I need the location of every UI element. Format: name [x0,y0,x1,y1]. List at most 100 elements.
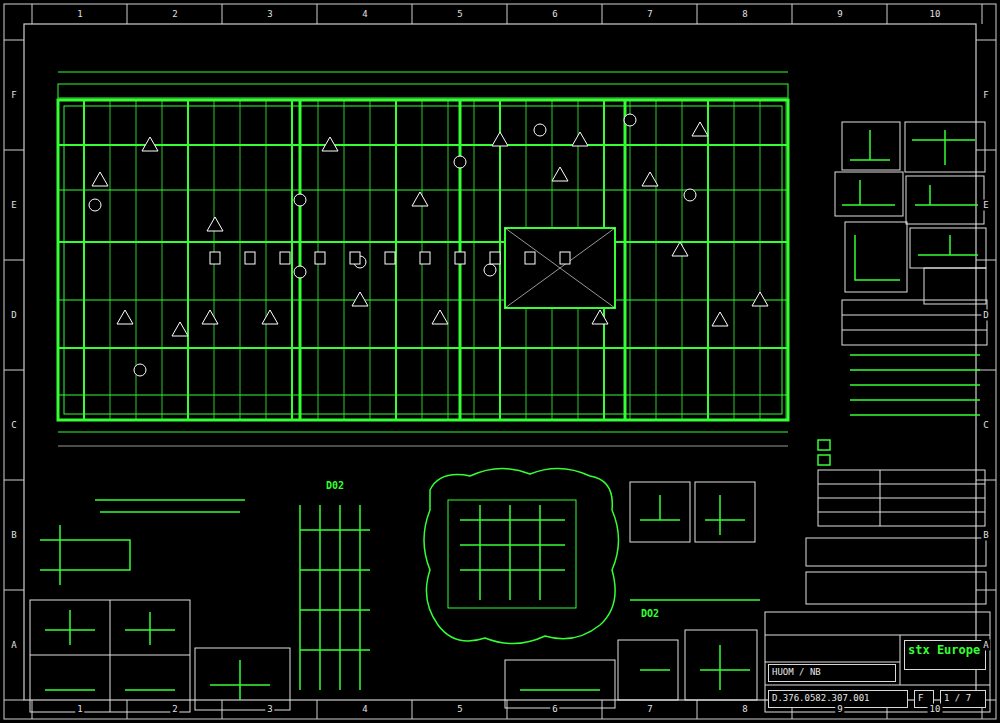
tick [4,480,24,481]
frame-line [240,100,241,420]
tick [412,700,413,719]
longitudinal-line [58,347,788,349]
dimension-line [58,432,788,433]
tick [982,4,983,24]
deck-inner-outline [64,106,782,414]
grid-reference: E [9,200,18,211]
tick [127,700,128,719]
tick [887,4,888,24]
frame-line [734,100,735,420]
tick [602,700,603,719]
tick [4,700,24,701]
weld-triangle [492,132,508,146]
frame-line [266,100,267,420]
grid-reference: 2 [170,9,179,20]
callout-circle [684,189,696,201]
grid-reference: 3 [265,9,274,20]
tick [32,700,33,719]
tick [4,40,24,41]
callout-circle [624,114,636,126]
dimension-line [58,72,788,73]
title-text: HUOM / NB [772,667,892,678]
tick [317,700,318,719]
grid-reference: 4 [360,704,369,715]
grid-reference: 9 [835,9,844,20]
weld-triangle [412,192,428,206]
longitudinal-line [58,190,788,191]
grid-reference: 7 [645,704,654,715]
weld-symbols [89,114,768,376]
callout-circle [89,199,101,211]
tick [4,590,24,591]
grid-reference: 9 [835,704,844,715]
opening-cross [505,228,615,308]
frame-line [344,100,345,420]
grid-reference: 5 [455,704,464,715]
weld-triangle [692,122,708,136]
detail-label: D02 [324,480,346,492]
title-text: D.376.0582.307.001 [772,693,904,704]
stiffener-mark [280,252,290,264]
callout-circle [484,264,496,276]
longitudinal-line [58,241,788,243]
tick [976,40,996,41]
weld-triangle [207,217,223,231]
weld-triangle [552,167,568,181]
grid-reference: F [981,90,990,101]
grid-reference: 5 [455,9,464,20]
border-ticks [4,4,996,719]
grid-reference: 10 [928,9,943,20]
grid-reference: 6 [550,9,559,20]
weld-triangle [262,310,278,324]
stiffener-mark [385,252,395,264]
stiffener-mark [455,252,465,264]
frame-line [786,100,787,420]
title-cell: HUOM / NB [768,664,896,682]
stiffener-mark [525,252,535,264]
callout-circle [294,266,306,278]
stiffener-mark [560,252,570,264]
grid-reference: B [9,530,18,541]
longitudinal-line [58,300,788,301]
weld-triangle [642,172,658,186]
frame-line [682,100,683,420]
grid-reference: C [981,420,990,431]
tick [4,150,24,151]
frame-line [370,100,371,420]
frame-line [474,100,475,420]
frame-line [83,100,85,420]
detail-label: DO2 [639,608,661,620]
title-text: F [918,693,930,704]
grid-reference: 10 [928,704,943,715]
revision-cloud [424,468,619,643]
tick [602,4,603,24]
section-views [40,495,760,700]
grid-reference: A [981,640,990,651]
tick [32,4,33,24]
callout-circle [534,124,546,136]
title-text: stx Europe [908,643,982,657]
grid-reference: 8 [740,9,749,20]
weld-triangle [142,137,158,151]
weld-triangle [572,132,588,146]
frame-grid [58,100,788,420]
tick [127,4,128,24]
weld-triangle [202,310,218,324]
tick [976,150,996,151]
weld-triangle [752,292,768,306]
tick [4,260,24,261]
frame-line [707,100,709,420]
tick [222,4,223,24]
outer-frame [4,4,996,719]
tick [507,4,508,24]
frame-line [656,100,657,420]
weld-triangle [322,137,338,151]
grid-reference: 4 [360,9,369,20]
grid-reference: F [9,90,18,101]
stiffener-mark [420,252,430,264]
longitudinal-line [58,144,788,146]
dimension-line [58,446,788,447]
weld-triangle [352,292,368,306]
detail-plate [448,500,576,608]
